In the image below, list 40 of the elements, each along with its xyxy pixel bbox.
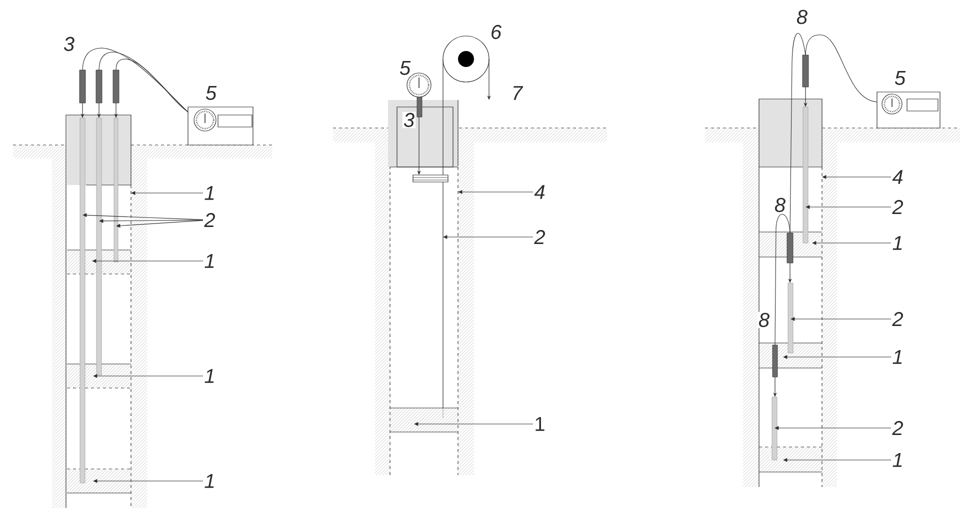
callout-number: 2 <box>204 213 216 227</box>
callout-number: 2 <box>892 421 904 435</box>
callout-number: 8 <box>757 312 771 328</box>
leader-line <box>131 191 204 195</box>
callout-number: 2 <box>892 312 904 326</box>
leader-line <box>812 241 892 245</box>
callout-number: 1 <box>204 369 214 383</box>
leader-line <box>783 458 892 462</box>
callout-number: 1 <box>204 186 214 200</box>
callout-number: 8 <box>773 196 787 214</box>
leader-line <box>458 190 534 194</box>
callout-number: 1 <box>536 417 544 431</box>
leader-line <box>93 374 204 378</box>
callout-number: 5 <box>398 60 412 76</box>
leader-line <box>443 235 534 239</box>
callout-number: 6 <box>489 24 503 40</box>
leader-line <box>822 175 892 179</box>
leader-line <box>806 205 892 209</box>
leader-line <box>790 317 892 321</box>
callout-number: 1 <box>204 254 214 268</box>
callout-number: 1 <box>892 350 902 364</box>
leader-line <box>783 355 892 359</box>
callout-number: 3 <box>62 36 76 52</box>
callout-number: 2 <box>534 230 546 244</box>
leader-line <box>93 479 204 483</box>
callout-number: 5 <box>893 70 907 86</box>
leader-line <box>92 259 204 263</box>
callout-number: 4 <box>892 170 903 184</box>
leader-line <box>116 220 204 228</box>
callout-number: 7 <box>510 85 524 101</box>
leader-line <box>774 426 892 430</box>
callout-number: 1 <box>892 453 902 467</box>
callout-number: 1 <box>204 474 214 488</box>
callout-number: 2 <box>892 200 904 214</box>
callout-number: 4 <box>534 185 545 199</box>
callout-number: 8 <box>795 8 809 26</box>
callout-number: 5 <box>204 85 218 101</box>
callout-number: 1 <box>892 236 902 250</box>
leader-line <box>82 213 204 220</box>
leader-line <box>414 422 534 426</box>
